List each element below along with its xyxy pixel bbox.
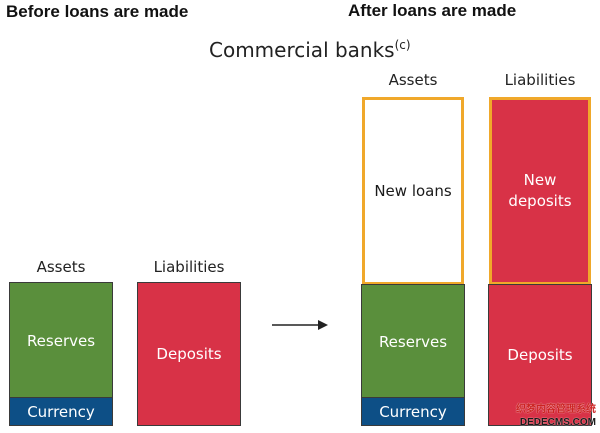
before-currency-label: Currency [27, 402, 95, 421]
new-loans-label: New loans [374, 182, 452, 200]
before-deposits-block: Deposits [137, 282, 241, 426]
before-liabilities-label: Liabilities [153, 258, 225, 276]
after-reserves-label: Reserves [378, 332, 448, 351]
after-reserves-block: Reserves [361, 284, 465, 399]
watermark-line2: DEDECMS.COM [519, 417, 596, 428]
after-currency-label: Currency [379, 402, 447, 421]
after-deposits-label: Deposits [507, 346, 573, 364]
title-text: Commercial banks [209, 38, 395, 62]
new-loans-block: New loans [362, 97, 464, 285]
after-assets-label: Assets [388, 71, 438, 89]
watermark-line1: 织梦内容管理系统 [516, 404, 596, 415]
before-deposits-label: Deposits [156, 345, 222, 363]
before-currency-block: Currency [9, 397, 113, 426]
before-reserves-label: Reserves [26, 331, 96, 350]
watermark: 织梦内容管理系统 DEDECMS.COM [478, 403, 596, 429]
after-loans-header: After loans are made [348, 1, 517, 20]
new-deposits-label-line2: deposits [508, 192, 572, 210]
transition-arrow-icon [272, 320, 328, 330]
after-deposits-block: Deposits [488, 284, 592, 426]
new-deposits-label-line1: New [523, 171, 557, 189]
before-loans-header: Before loans are made [6, 2, 189, 21]
diagram-title: Commercial banks(c) [209, 38, 411, 62]
new-deposits-block: New deposits [489, 97, 591, 285]
before-reserves-block: Reserves [9, 282, 113, 399]
after-currency-block: Currency [361, 397, 465, 426]
title-superscript: (c) [394, 38, 411, 52]
before-assets-label: Assets [36, 258, 86, 276]
after-liabilities-label: Liabilities [504, 71, 576, 89]
